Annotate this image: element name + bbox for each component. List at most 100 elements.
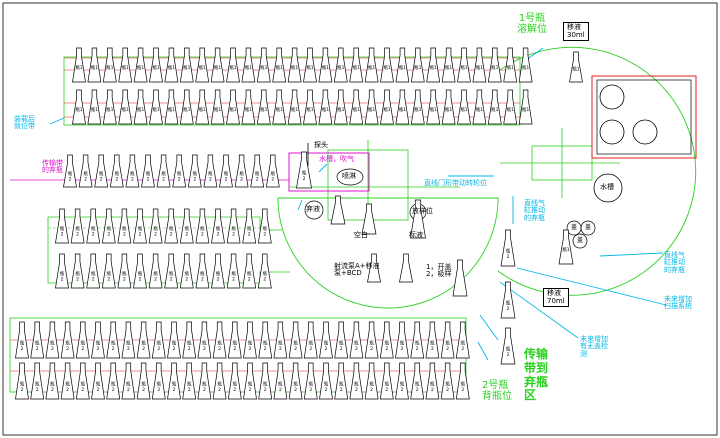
spray-label: 喷淋 [342, 172, 356, 180]
flask-label: 瓶1 [460, 106, 467, 113]
flask-label: 2 [127, 346, 130, 352]
flask-label: 瓶 [111, 380, 116, 387]
flask-label: 2 [51, 346, 54, 352]
flask-label: 2 [178, 176, 181, 182]
flask-label: 瓶 [107, 270, 112, 277]
flask-label: 瓶1 [106, 106, 113, 113]
flask-label: 瓶 [141, 380, 146, 387]
flask-label: 瓶 [157, 339, 162, 346]
standard-label: 标液 [409, 231, 423, 239]
wash-blow-label: 水槽，吹气 [319, 155, 354, 163]
flask-bottle: 瓶2 [75, 321, 90, 359]
flask-label: 2 [115, 176, 118, 182]
flask-label: 瓶1 [368, 64, 375, 71]
flask-bottle: 瓶2 [151, 362, 166, 400]
flask-label: 2 [263, 232, 266, 238]
flask-label: 2 [340, 387, 343, 393]
flask-label: 瓶1 [152, 106, 159, 113]
flask-label: 瓶1 [260, 106, 267, 113]
flask-label: 瓶1 [137, 106, 144, 113]
flask-label: 瓶 [506, 345, 511, 352]
flask-label: 2 [401, 346, 404, 352]
flask-bottle: 瓶2 [195, 253, 210, 289]
flask-bottle: 瓶1 [133, 89, 148, 125]
flask-bottle: 瓶2 [211, 253, 225, 289]
flask-bottle: 瓶2 [349, 362, 364, 400]
flask-bottle: 瓶2 [30, 362, 45, 400]
flask-label: 瓶 [126, 380, 131, 387]
flask-label: 2 [416, 387, 419, 393]
flask-bottle: 瓶2 [227, 362, 242, 400]
flask-label: 2 [36, 387, 39, 393]
flask-label: 2 [218, 387, 221, 393]
flask-label: 2 [69, 176, 72, 182]
flask-label: 瓶 [68, 170, 73, 177]
flask-label: 2 [217, 277, 220, 283]
flask-bottle: 瓶1 [426, 89, 441, 125]
flask-bottle: 瓶2 [78, 154, 93, 188]
flask-label: 瓶 [248, 339, 253, 346]
flask-label: 2 [446, 346, 449, 352]
flask-label: 瓶 [81, 339, 86, 346]
flask-label: 2 [107, 277, 110, 283]
bottle2-collect-label: 2号瓶背瓶位 [482, 380, 512, 402]
flask-label: 瓶 [217, 380, 222, 387]
flask-label: 瓶 [202, 339, 207, 346]
flask-label: 瓶 [96, 380, 101, 387]
flask-bottle: 瓶2 [258, 362, 273, 400]
flask-label: 瓶 [278, 339, 283, 346]
flask-label: 瓶 [65, 339, 70, 346]
flask-label: 瓶1 [353, 64, 360, 71]
flask-bottle: 瓶1 [226, 89, 240, 125]
flask-label: 瓶1 [199, 64, 206, 71]
dish-circle-1 [599, 84, 625, 110]
flask-bottle: 瓶1 [256, 47, 271, 83]
flask-label: 2 [112, 346, 115, 352]
flask-label: 瓶1 [460, 64, 467, 71]
flask-bottle: 瓶2 [234, 154, 249, 188]
flask-label: 瓶1 [337, 106, 344, 113]
right-note-2: 未来增加扫描系统 [664, 295, 692, 311]
flask-label: 2 [370, 387, 373, 393]
flask-label: 瓶1 [414, 64, 421, 71]
spray-ellipse [336, 168, 364, 186]
flask-label: 瓶1 [383, 64, 390, 71]
flask-bottle: 瓶2 [242, 253, 257, 289]
flask-bottle: 瓶2 [133, 208, 147, 244]
wash-tank-label: 水槽 [600, 183, 614, 191]
flask-label: 2 [97, 387, 100, 393]
flask-label: 瓶 [506, 299, 511, 306]
flask-label: 瓶1 [276, 64, 283, 71]
flask-label: 瓶1 [214, 106, 221, 113]
flask-bottle: 瓶2 [101, 253, 116, 289]
flask-label: 2 [61, 232, 64, 238]
flask-bottle: 瓶2 [500, 229, 516, 267]
flask-bottle: 瓶2 [133, 253, 147, 289]
flask-label: 瓶 [231, 270, 236, 277]
flask-bottle: 瓶2 [86, 253, 101, 289]
flask-label: 2 [185, 277, 188, 283]
flask-label: 2 [249, 346, 252, 352]
flask-bottle: 瓶2 [91, 321, 105, 359]
flask-bottle: 瓶2 [455, 362, 470, 400]
flask-bottle: 瓶2 [148, 208, 163, 244]
up-down-drive-label: 直线气缸推动的弃瓶 [524, 199, 545, 222]
flask-label: 2 [279, 387, 282, 393]
flask-label: 2 [355, 346, 358, 352]
flask-label: 2 [355, 387, 358, 393]
flask-bottle: 瓶2 [182, 321, 197, 359]
flask-label: 2 [340, 346, 343, 352]
flask-bottle: 瓶2 [334, 362, 349, 400]
flask-bottle: 瓶1 [518, 47, 533, 83]
flask-bottle: 瓶2 [257, 208, 272, 244]
flask-label: 2 [507, 306, 510, 312]
flask-label: 瓶1 [399, 106, 406, 113]
flask-label: 瓶1 [491, 106, 498, 113]
flask-bottle: 瓶1 [133, 47, 148, 83]
flask-bottle: 瓶2 [227, 321, 242, 359]
flask-label: 瓶 [141, 339, 146, 346]
